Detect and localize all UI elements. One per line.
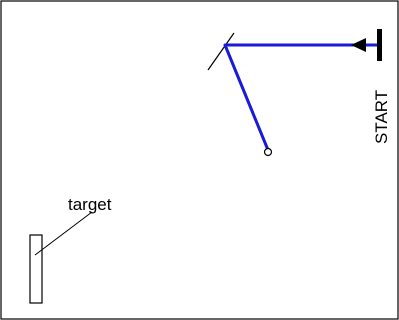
target-label: target <box>68 195 112 214</box>
arrow-left-icon <box>351 38 366 52</box>
target-leader-line <box>34 211 93 256</box>
mirror-line-icon <box>207 32 235 71</box>
start-bar-icon[interactable] <box>377 29 382 61</box>
start-label: START <box>372 90 391 144</box>
hollow-circle-icon <box>263 147 273 157</box>
ball-path <box>223 43 382 152</box>
target-box[interactable] <box>29 234 43 304</box>
